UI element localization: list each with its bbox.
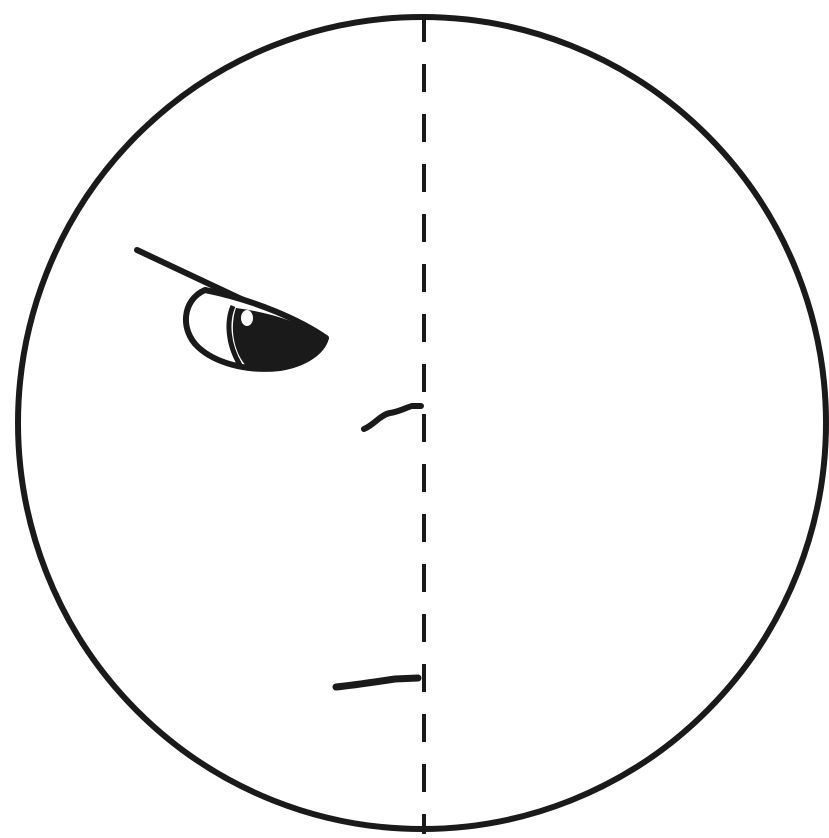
eye-highlight bbox=[241, 310, 253, 326]
nose-stroke bbox=[364, 406, 421, 429]
mouth-stroke bbox=[336, 678, 418, 687]
